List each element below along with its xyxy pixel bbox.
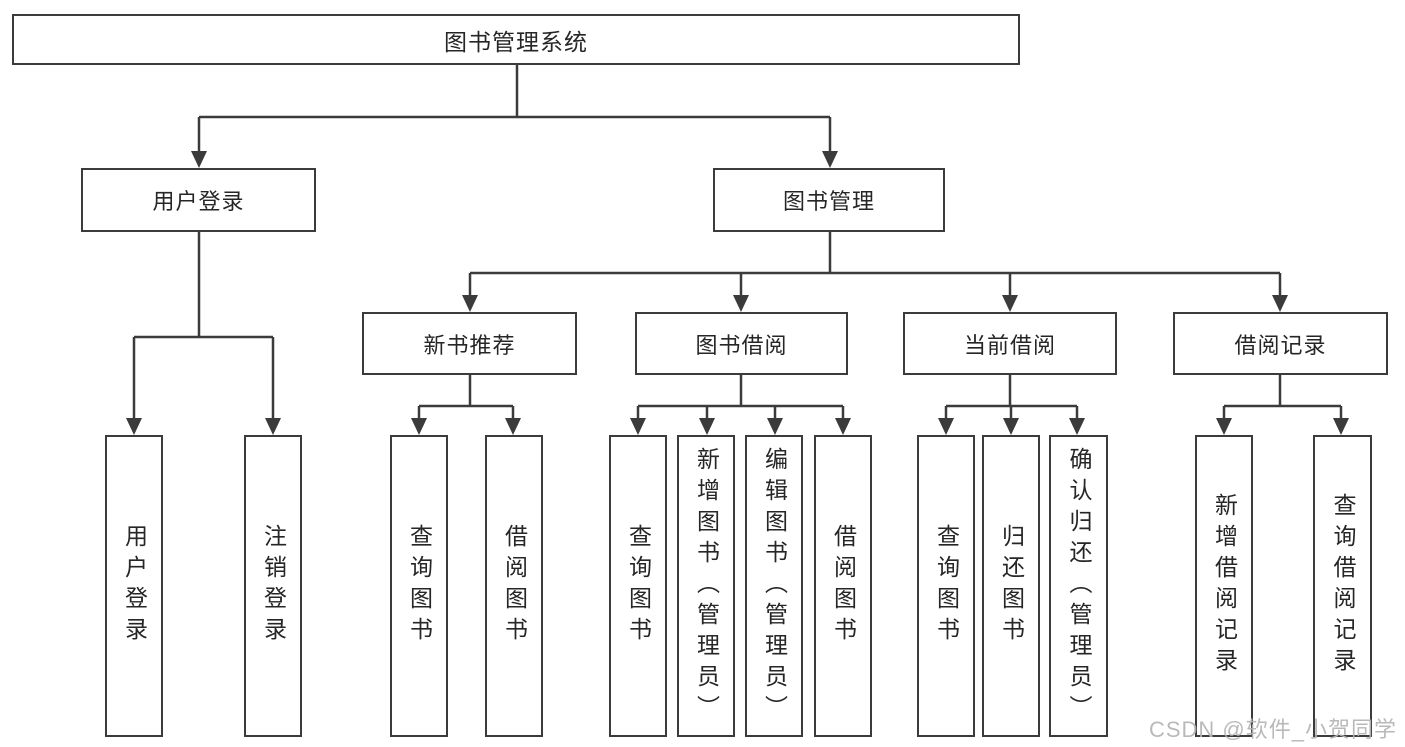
node-label: 用户登录 — [152, 189, 245, 214]
connector-user-login-split — [132, 232, 275, 419]
arrowhead-icon — [411, 418, 427, 435]
arrowhead-icon — [630, 418, 646, 435]
node-label: 编辑图书（管理员） — [761, 446, 788, 726]
leaf-borrow-add-books-admin: 新增图书（管理员） — [677, 435, 735, 737]
node-label: 注销登录 — [260, 524, 287, 648]
node-label: 借阅图书 — [501, 524, 528, 648]
connector-current-borrow-split — [944, 375, 1079, 419]
arrowhead-icon — [1272, 295, 1288, 312]
connector-root-split — [197, 65, 832, 152]
watermark: CSDN @软件_小贺同学 — [1148, 717, 1397, 742]
leaf-records-query-record: 查询借阅记录 — [1313, 435, 1372, 737]
connector-new-book-split — [417, 375, 515, 419]
arrowhead-icon — [733, 295, 749, 312]
node-label: 图书管理 — [782, 189, 875, 214]
node-current-borrow: 当前借阅 — [903, 312, 1117, 375]
node-new-book-recommend: 新书推荐 — [362, 312, 577, 375]
node-label: 查询图书 — [625, 524, 652, 648]
node-label: 确认归还（管理员） — [1066, 446, 1092, 726]
node-label: 查询图书 — [406, 524, 433, 648]
leaf-user-login: 用户登录 — [105, 435, 163, 737]
node-label: 借阅记录 — [1234, 332, 1327, 358]
connector-borrow-records-split — [1222, 375, 1343, 419]
arrowhead-icon — [835, 418, 851, 435]
arrowheads — [126, 151, 1349, 435]
arrowhead-icon — [699, 418, 715, 435]
arrowhead-icon — [505, 418, 521, 435]
arrowhead-icon — [265, 418, 281, 435]
leaf-borrow-borrow-books: 借阅图书 — [814, 435, 872, 737]
node-label: 新增图书（管理员） — [693, 446, 720, 726]
arrowhead-icon — [1216, 418, 1232, 435]
arrowhead-icon — [1002, 295, 1018, 312]
arrowhead-icon — [462, 295, 478, 312]
leaf-current-query-books: 查询图书 — [917, 435, 975, 737]
leaf-newbook-query-books: 查询图书 — [390, 435, 448, 737]
leaf-current-return-books: 归还图书 — [982, 435, 1040, 737]
leaf-borrow-edit-books-admin: 编辑图书（管理员） — [745, 435, 803, 737]
arrowhead-icon — [1333, 418, 1349, 435]
leaf-borrow-query-books: 查询图书 — [609, 435, 667, 737]
node-label: 当前借阅 — [963, 332, 1056, 358]
node-label: 图书借阅 — [695, 332, 788, 358]
node-label: 借阅图书 — [830, 524, 857, 648]
arrowhead-icon — [1069, 418, 1085, 435]
node-label: 新书推荐 — [423, 332, 516, 358]
connector-book-management-split — [468, 232, 1282, 296]
arrowhead-icon — [1003, 418, 1019, 435]
connector-strokes — [132, 65, 1343, 419]
node-label: 用户登录 — [121, 524, 148, 648]
connector-book-borrow-split — [636, 375, 845, 419]
arrowhead-icon — [126, 418, 142, 435]
node-label: 查询图书 — [933, 524, 960, 648]
node-label: 归还图书 — [998, 524, 1025, 648]
node-library-management-system: 图书管理系统 — [12, 14, 1020, 65]
node-label: 查询借阅记录 — [1330, 493, 1356, 679]
leaf-newbook-borrow-books: 借阅图书 — [485, 435, 543, 737]
leaf-records-add-record: 新增借阅记录 — [1195, 435, 1253, 737]
arrowhead-icon — [822, 151, 838, 168]
arrowhead-icon — [767, 418, 783, 435]
arrowhead-icon — [191, 151, 207, 168]
node-borrow-records: 借阅记录 — [1173, 312, 1388, 375]
node-user-login: 用户登录 — [81, 168, 316, 232]
node-label: 图书管理系统 — [444, 28, 588, 55]
node-label: 新增借阅记录 — [1211, 493, 1238, 679]
arrowhead-icon — [938, 418, 954, 435]
leaf-logout: 注销登录 — [244, 435, 302, 737]
node-book-management: 图书管理 — [713, 168, 945, 232]
leaf-current-confirm-return-admin: 确认归还（管理员） — [1049, 435, 1108, 737]
node-book-borrow: 图书借阅 — [635, 312, 848, 375]
